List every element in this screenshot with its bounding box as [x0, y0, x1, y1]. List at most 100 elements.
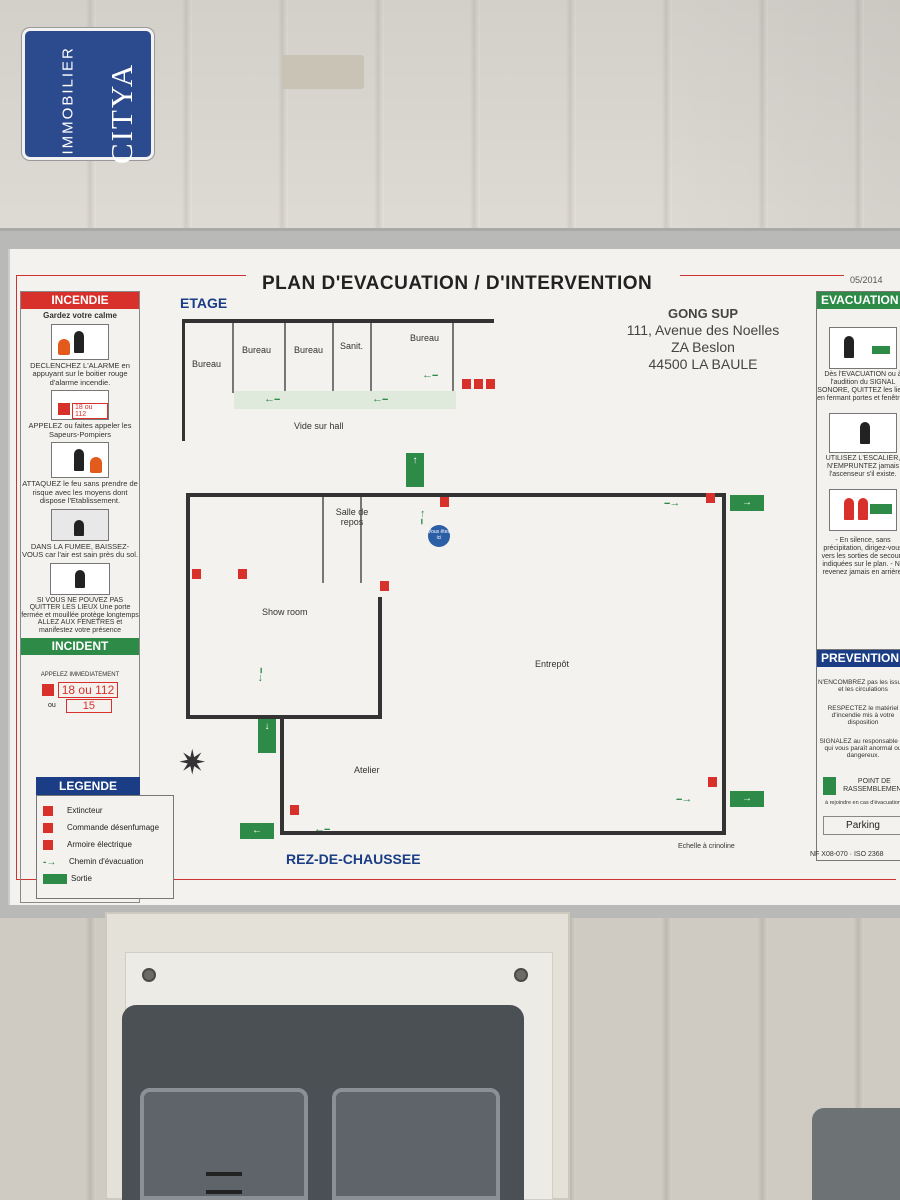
prevention-text2: RESPECTEZ le matériel d'incendie mis à v… [827, 705, 899, 726]
legend-desenfumage: Commande désenfumage [37, 819, 173, 836]
echelle-label: Echelle à crinoline [678, 843, 735, 850]
citya-logo: CITYA IMMOBILIER [22, 28, 154, 164]
etage-wall-top [182, 319, 494, 323]
rdc-arrow-down: --→ [255, 667, 268, 683]
wall-patch [282, 55, 364, 89]
incident-samu-row: ou 15 [21, 698, 139, 713]
etage-arrow-1: ←-- [264, 393, 280, 405]
incendie-step2: APPELEZ ou faites appeler les Sapeurs-Po… [28, 421, 132, 439]
arrow-icon: -→ [43, 856, 57, 868]
showroom-label: Show room [262, 607, 308, 617]
extinguisher-icon [486, 379, 495, 389]
incendie-step1: DECLENCHEZ L'ALARME en appuyant sur le b… [30, 360, 130, 387]
incident-phone-row: 18 ou 112 [21, 681, 139, 698]
extinguisher-icon [238, 569, 247, 579]
you-are-here-marker: Vous êtes ici [428, 525, 450, 547]
legend-chemin: -→Chemin d'évacuation [43, 856, 144, 868]
prevention-header: PREVENTION [817, 650, 900, 667]
switch-left[interactable] [140, 1088, 308, 1200]
incident-call: APPELEZ IMMEDIATEMENT [40, 672, 120, 678]
parking-label: Parking [823, 815, 900, 835]
smoke-pictogram [51, 508, 109, 541]
rdc-arrow-right-top: --→ [664, 497, 680, 509]
incident-or: ou [47, 702, 56, 709]
incendie-header: INCENDIE [21, 292, 139, 309]
exit-sign-right-top: → [730, 495, 764, 511]
evacuation-text3: - En silence, sans précipitation, dirige… [821, 537, 900, 576]
board-title: PLAN D'EVACUATION / D'INTERVENTION [262, 273, 653, 294]
electric-panel-icon [43, 839, 53, 850]
etage-corridor [234, 391, 456, 409]
assembly-icon [823, 777, 836, 795]
evacuation-board: PLAN D'EVACUATION / D'INTERVENTION 05/20… [0, 228, 900, 918]
rdc-arrow-left-bottom: ←-- [314, 823, 330, 835]
extinguish-pictogram [51, 442, 109, 478]
prevention-text1: N'ENCOMBREZ pas les issues et les circul… [817, 679, 900, 693]
frame-line-left [16, 275, 17, 879]
assembly-label: POINT DE RASSEMBLEMENT [843, 778, 900, 793]
extinguisher-icon [290, 805, 299, 815]
etage-room-2: Bureau [242, 345, 272, 355]
evacuation-column: EVACUATION Dès l'EVACUATION ou à l'audit… [816, 291, 900, 651]
legende-header: LEGENDE [36, 777, 140, 795]
rdc-arrow-up: --→ [415, 509, 428, 525]
exit-sign-atelier: ↓ [258, 719, 276, 753]
window-pictogram [50, 562, 110, 595]
vide-label: Vide sur hall [294, 421, 344, 431]
legend-extincteur: Extincteur [37, 802, 173, 819]
incendie-step5: SI VOUS NE POUVEZ PAS QUITTER LES LIEUX … [21, 596, 139, 634]
legende-box: Extincteur Commande désenfumage Armoire … [36, 795, 174, 899]
rdc-wall-top [186, 493, 726, 497]
rdc-arrow-right-bottom: --→ [676, 793, 692, 805]
board-panel: PLAN D'EVACUATION / D'INTERVENTION 05/20… [8, 249, 900, 905]
extinguisher-icon [43, 805, 53, 816]
repos-label: Salle de repos [335, 507, 369, 527]
incident-phone: 18 ou 112 [57, 681, 119, 698]
running-pictogram [829, 489, 897, 531]
logo-sub: IMMOBILIER [59, 46, 77, 155]
rdc-label: REZ-DE-CHAUSSEE [286, 851, 421, 867]
exit-sign-top: ↑ [406, 453, 424, 487]
screw [142, 968, 156, 982]
evacuation-header: EVACUATION [817, 292, 900, 309]
phone-icon [41, 683, 54, 696]
address-block: GONG SUP 111, Avenue des Noelles ZA Besl… [618, 305, 788, 373]
etage-room-1: Bureau [192, 359, 222, 369]
switch-right[interactable] [332, 1088, 500, 1200]
etage-arrow-2: ←-- [372, 393, 388, 405]
frame-line-bottom [16, 879, 896, 880]
evacuation-text1: Dès l'EVACUATION ou à l'audition du SIGN… [817, 371, 900, 402]
board-date: 05/2014 [850, 275, 883, 285]
address-line1: 111, Avenue des Noelles [626, 322, 780, 338]
wall-right [640, 0, 900, 240]
etage-room-4: Sanit. [340, 341, 364, 351]
extinguisher-icon [440, 497, 449, 507]
prevention-column: PREVENTION N'ENCOMBREZ pas les issues et… [816, 649, 900, 861]
frame-line-top-right [680, 275, 844, 276]
exit-icon [43, 873, 67, 884]
compass-icon: ✷ [178, 744, 207, 782]
logo-brand: CITYA [104, 62, 139, 164]
exit-sign-left-bottom: ← [240, 823, 274, 839]
atelier-label: Atelier [354, 765, 380, 775]
etage-room-3: Bureau [294, 345, 324, 355]
rdc-wall-left [186, 493, 190, 719]
evacuation-text2: UTILISEZ L'ESCALIER, N'EMPRUNTEZ jamais … [825, 455, 900, 478]
prevention-text3: SIGNALEZ au responsable ce qui vous para… [819, 738, 900, 759]
address-line2: ZA Beslon [671, 339, 735, 355]
etage-arrow-3: ←-- [422, 369, 438, 381]
extinguisher-icon [462, 379, 471, 389]
extinguisher-icon [380, 581, 389, 591]
showroom-wall-right [378, 597, 382, 719]
etage-wall-left [182, 319, 185, 441]
legend-armoire: Armoire électrique [37, 836, 173, 853]
etage-label: ETAGE [180, 295, 228, 311]
showroom-wall-bottom [186, 715, 382, 719]
alarm-pictogram [51, 323, 109, 360]
screw [514, 968, 528, 982]
incident-samu: 15 [65, 698, 113, 713]
stairs-pictogram [829, 413, 897, 453]
extinguisher-icon [706, 493, 715, 503]
legend-sortie: Sortie [37, 870, 173, 887]
extinguisher-icon [708, 777, 717, 787]
